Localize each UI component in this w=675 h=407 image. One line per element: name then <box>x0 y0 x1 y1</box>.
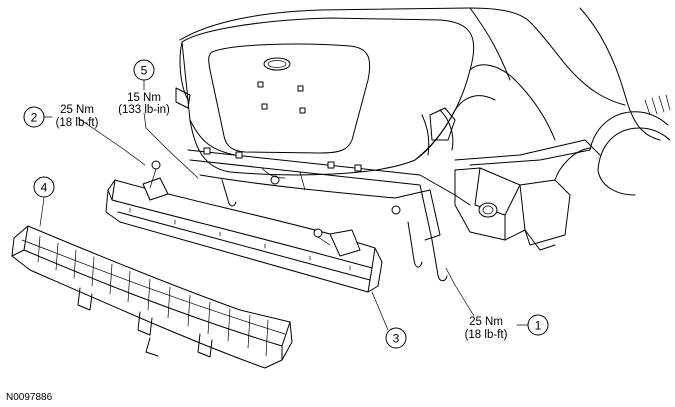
callout-5-torque-nm: 15 Nm <box>127 92 161 104</box>
callout-4-circle <box>33 176 55 198</box>
callout-1-torque-imperial: (18 lb-ft) <box>465 329 508 341</box>
callout-4: 4 <box>33 176 55 198</box>
callout-2-torque-imperial: (18 lb-ft) <box>56 117 99 129</box>
callout-2: 2 25 Nm (18 lb-ft) <box>23 104 99 129</box>
leader-lines <box>39 112 529 331</box>
figure-code: N0097886 <box>6 392 53 403</box>
callout-3-circle <box>385 327 407 349</box>
callout-2-number: 2 <box>31 111 38 125</box>
callout-5-torque-imperial: (133 lb-in) <box>118 104 170 116</box>
callout-1-torque-nm: 25 Nm <box>469 316 503 328</box>
callout-4-number: 4 <box>41 181 48 195</box>
callout-2-torque-nm: 25 Nm <box>60 104 94 116</box>
callout-1-number: 1 <box>535 319 542 333</box>
energy-absorber <box>11 225 293 369</box>
callout-5-number: 5 <box>141 64 148 78</box>
callout-1-circle <box>527 314 549 336</box>
callout-5: 5 15 Nm (133 lb-in) <box>118 59 170 116</box>
callout-3-number: 3 <box>393 332 400 346</box>
callout-3: 3 <box>385 327 407 349</box>
bumper-reinforcement-beam <box>105 160 383 293</box>
vehicle-rear-body <box>175 7 671 282</box>
callout-1: 25 Nm (18 lb-ft) 1 <box>465 314 549 341</box>
